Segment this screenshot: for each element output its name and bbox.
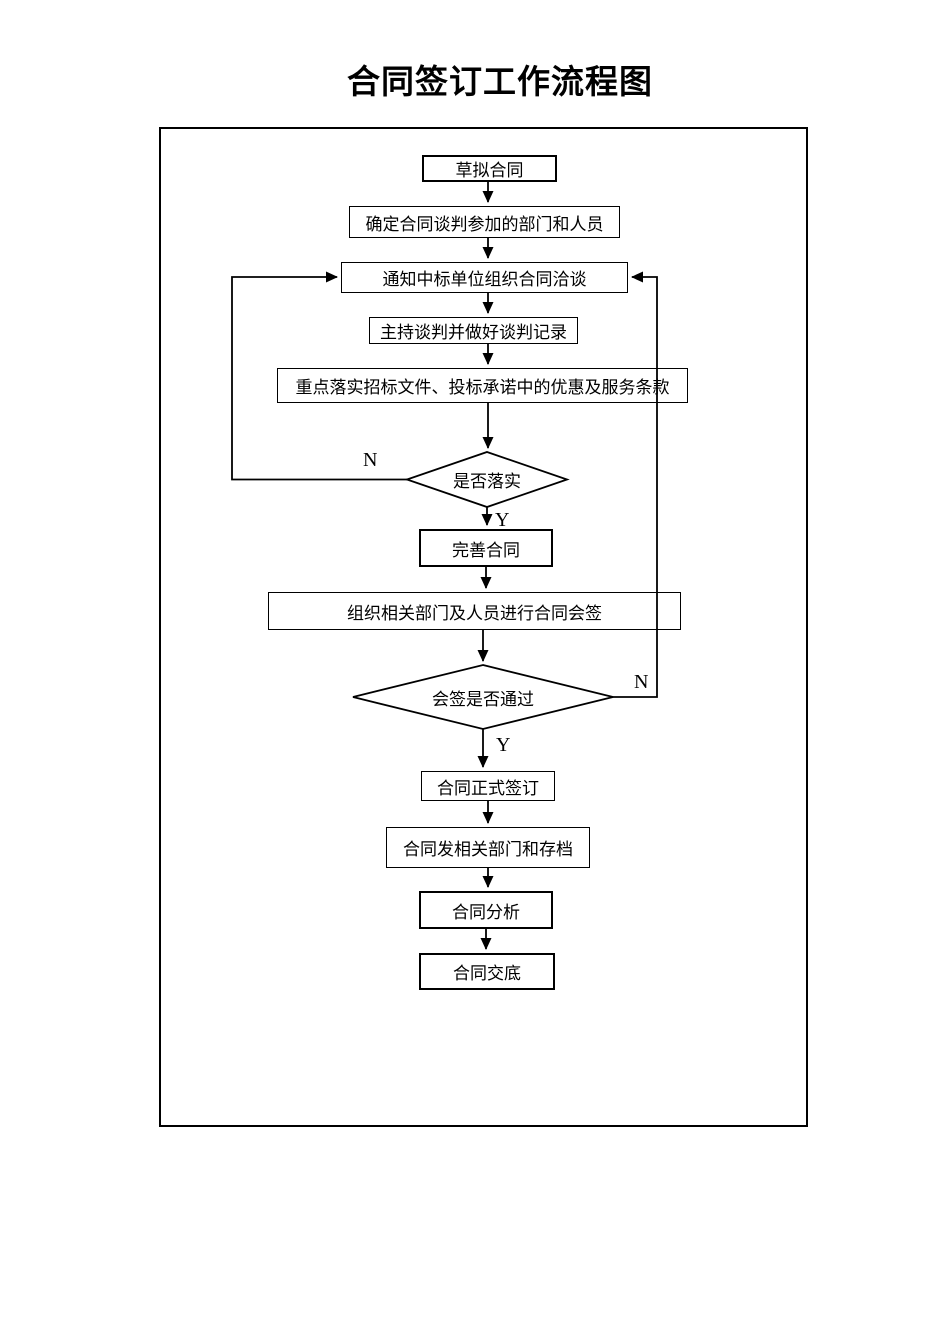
branch-label-yes-implemented: Y: [495, 509, 510, 531]
flow-box-organize: 组织相关部门及人员进行合同会签: [268, 592, 681, 630]
flow-box-implement: 重点落实招标文件、投标承诺中的优惠及服务条款: [277, 368, 688, 403]
flow-box-analyze: 合同分析: [419, 891, 553, 929]
flowchart-frame: [159, 127, 808, 1127]
flow-box-perfect: 完善合同: [419, 529, 553, 567]
page-title: 合同签订工作流程图: [347, 65, 653, 101]
decision-implemented-label: 是否落实: [453, 472, 521, 491]
flow-box-distribute: 合同发相关部门和存档: [386, 827, 590, 868]
flow-box-determine: 确定合同谈判参加的部门和人员: [349, 206, 620, 238]
flow-box-disclose: 合同交底: [419, 953, 555, 990]
branch-label-no-implemented: N: [363, 449, 378, 471]
flow-box-notify: 通知中标单位组织合同洽谈: [341, 262, 628, 293]
branch-label-no-countersign: N: [634, 671, 649, 693]
flow-box-draft: 草拟合同: [422, 155, 557, 182]
flow-box-sign: 合同正式签订: [421, 771, 555, 801]
flow-box-host: 主持谈判并做好谈判记录: [369, 317, 578, 344]
decision-countersign-label: 会签是否通过: [432, 689, 534, 709]
branch-label-yes-countersign: Y: [496, 734, 511, 756]
